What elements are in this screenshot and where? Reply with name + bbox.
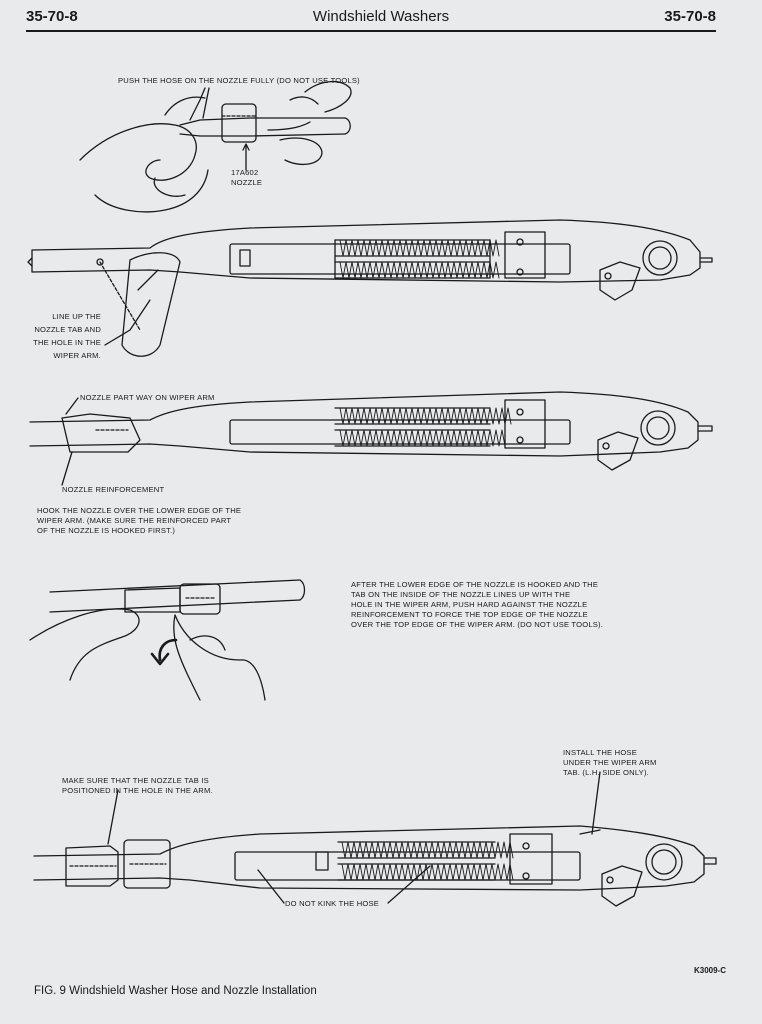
label-line-up-4: WIPER ARM. xyxy=(53,351,101,360)
hand-push-hose-drawing xyxy=(80,82,351,212)
page-number-left: 35-70-8 xyxy=(26,8,78,25)
label-line-up-1: LINE UP THE xyxy=(52,312,101,321)
label-hook-2: WIPER ARM. (MAKE SURE THE REINFORCED PAR… xyxy=(37,516,232,525)
label-hook-3: OF THE NOZZLE IS HOOKED FIRST.) xyxy=(37,526,176,535)
label-after-2: TAB ON THE INSIDE OF THE NOZZLE LINES UP… xyxy=(351,590,571,599)
label-hook-1: HOOK THE NOZZLE OVER THE LOWER EDGE OF T… xyxy=(37,506,242,515)
label-install-1: INSTALL THE HOSE xyxy=(563,748,637,757)
label-after-1: AFTER THE LOWER EDGE OF THE NOZZLE IS HO… xyxy=(351,580,599,589)
hand-hook-nozzle-drawing xyxy=(30,580,305,700)
page-number-right: 35-70-8 xyxy=(664,8,716,25)
wiper-arm-drawing-1 xyxy=(28,220,712,356)
label-line-up-2: NOZZLE TAB AND xyxy=(34,325,101,334)
figure-caption: FIG. 9 Windshield Washer Hose and Nozzle… xyxy=(34,985,317,997)
label-make-sure-1: MAKE SURE THAT THE NOZZLE TAB IS xyxy=(62,776,209,785)
wiper-arm-drawing-2 xyxy=(30,392,712,485)
label-install-3: TAB. (L.H. SIDE ONLY). xyxy=(563,768,649,777)
label-push-hose: PUSH THE HOSE ON THE NOZZLE FULLY (DO NO… xyxy=(118,76,360,85)
label-after-3: HOLE IN THE WIPER ARM, PUSH HARD AGAINST… xyxy=(351,600,588,609)
label-after-5: OVER THE TOP EDGE OF THE WIPER ARM. (DO … xyxy=(351,620,604,629)
wiper-arm-drawing-3 xyxy=(34,772,716,906)
header-rule xyxy=(26,30,716,32)
label-nozzle: NOZZLE xyxy=(231,178,263,187)
figure-code: K3009-C xyxy=(693,966,726,975)
page-title: Windshield Washers xyxy=(312,8,450,25)
label-nozzle-part-number: 17A602 xyxy=(231,168,259,177)
label-line-up-3: THE HOLE IN THE xyxy=(33,338,101,347)
label-nozzle-part-way: NOZZLE PART WAY ON WIPER ARM xyxy=(80,393,215,402)
label-do-not-kink: DO NOT KINK THE HOSE xyxy=(285,899,380,908)
label-nozzle-reinforcement: NOZZLE REINFORCEMENT xyxy=(62,485,165,494)
label-install-2: UNDER THE WIPER ARM xyxy=(563,758,657,767)
label-after-4: REINFORCEMENT TO FORCE THE TOP EDGE OF T… xyxy=(351,610,588,619)
label-make-sure-2: POSITIONED IN THE HOLE IN THE ARM. xyxy=(62,786,213,795)
